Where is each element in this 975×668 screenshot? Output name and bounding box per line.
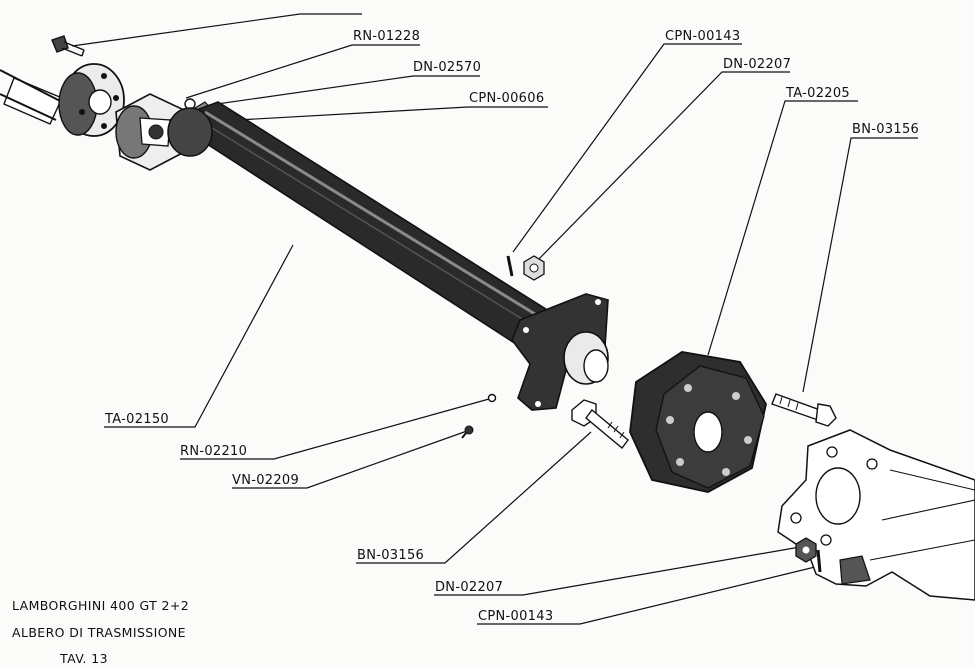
leader-vn-02209 bbox=[232, 430, 468, 489]
leader-dn-02207-top bbox=[535, 71, 790, 263]
leader-bn-03156-right bbox=[802, 137, 918, 393]
callout-cpn-00143-bottom: CPN-00143 bbox=[478, 609, 554, 624]
leader-cpn-00143-top bbox=[512, 43, 742, 253]
leader-rn-02210 bbox=[180, 398, 490, 460]
leader-cpn-00143-bottom bbox=[477, 566, 816, 625]
universal-joint bbox=[115, 93, 220, 171]
callout-bn-03156-bottom: BN-03156 bbox=[357, 548, 425, 563]
callout-dn-02207-bottom: DN-02207 bbox=[435, 580, 504, 595]
bolt-right bbox=[771, 393, 837, 427]
callout-cpn-00606: CPN-00606 bbox=[469, 91, 545, 106]
callout-ta-02150: TA-02150 bbox=[105, 412, 169, 427]
leader-ta-02150 bbox=[104, 244, 294, 428]
flexible-coupling bbox=[629, 351, 767, 493]
input-shaft bbox=[0, 69, 63, 125]
callout-rn-02210: RN-02210 bbox=[180, 444, 248, 459]
small-nut-and-pin-top bbox=[506, 255, 545, 281]
small-nut-and-pin-bottom bbox=[795, 537, 822, 573]
shaft-flange bbox=[511, 293, 609, 411]
leader-bn-03156-bottom bbox=[356, 431, 592, 564]
caption-title: ALBERO DI TRASMISSIONE bbox=[12, 625, 186, 640]
leader-ta-02205 bbox=[707, 100, 858, 356]
leader-cpn-00606 bbox=[219, 106, 548, 122]
callout-bn-03156-right: BN-03156 bbox=[852, 122, 920, 137]
leader-rn-01228 bbox=[185, 44, 420, 99]
leader-dn-02570 bbox=[202, 75, 480, 107]
callout-rn-01228: RN-01228 bbox=[353, 29, 421, 44]
callout-cpn-00143-top: CPN-00143 bbox=[665, 29, 741, 44]
leader-lines bbox=[71, 13, 918, 625]
callout-dn-02570: DN-02570 bbox=[413, 60, 482, 75]
input-flange bbox=[58, 63, 125, 137]
callout-vn-02209: VN-02209 bbox=[232, 473, 300, 488]
top-bolt bbox=[51, 35, 85, 57]
callout-dn-02207-top: DN-02207 bbox=[723, 57, 792, 72]
gearbox-output-housing bbox=[777, 429, 975, 601]
caption-plate-number: TAV. 13 bbox=[60, 651, 109, 666]
small-fittings-middle bbox=[461, 393, 497, 439]
callout-ta-02205: TA-02205 bbox=[786, 86, 850, 101]
drive-shaft-tube bbox=[167, 101, 562, 345]
leader-top-bolt bbox=[71, 13, 362, 47]
bolt-middle bbox=[571, 399, 629, 450]
caption-model: LAMBORGHINI 400 GT 2+2 bbox=[12, 598, 190, 613]
leader-dn-02207-bottom bbox=[434, 546, 801, 596]
